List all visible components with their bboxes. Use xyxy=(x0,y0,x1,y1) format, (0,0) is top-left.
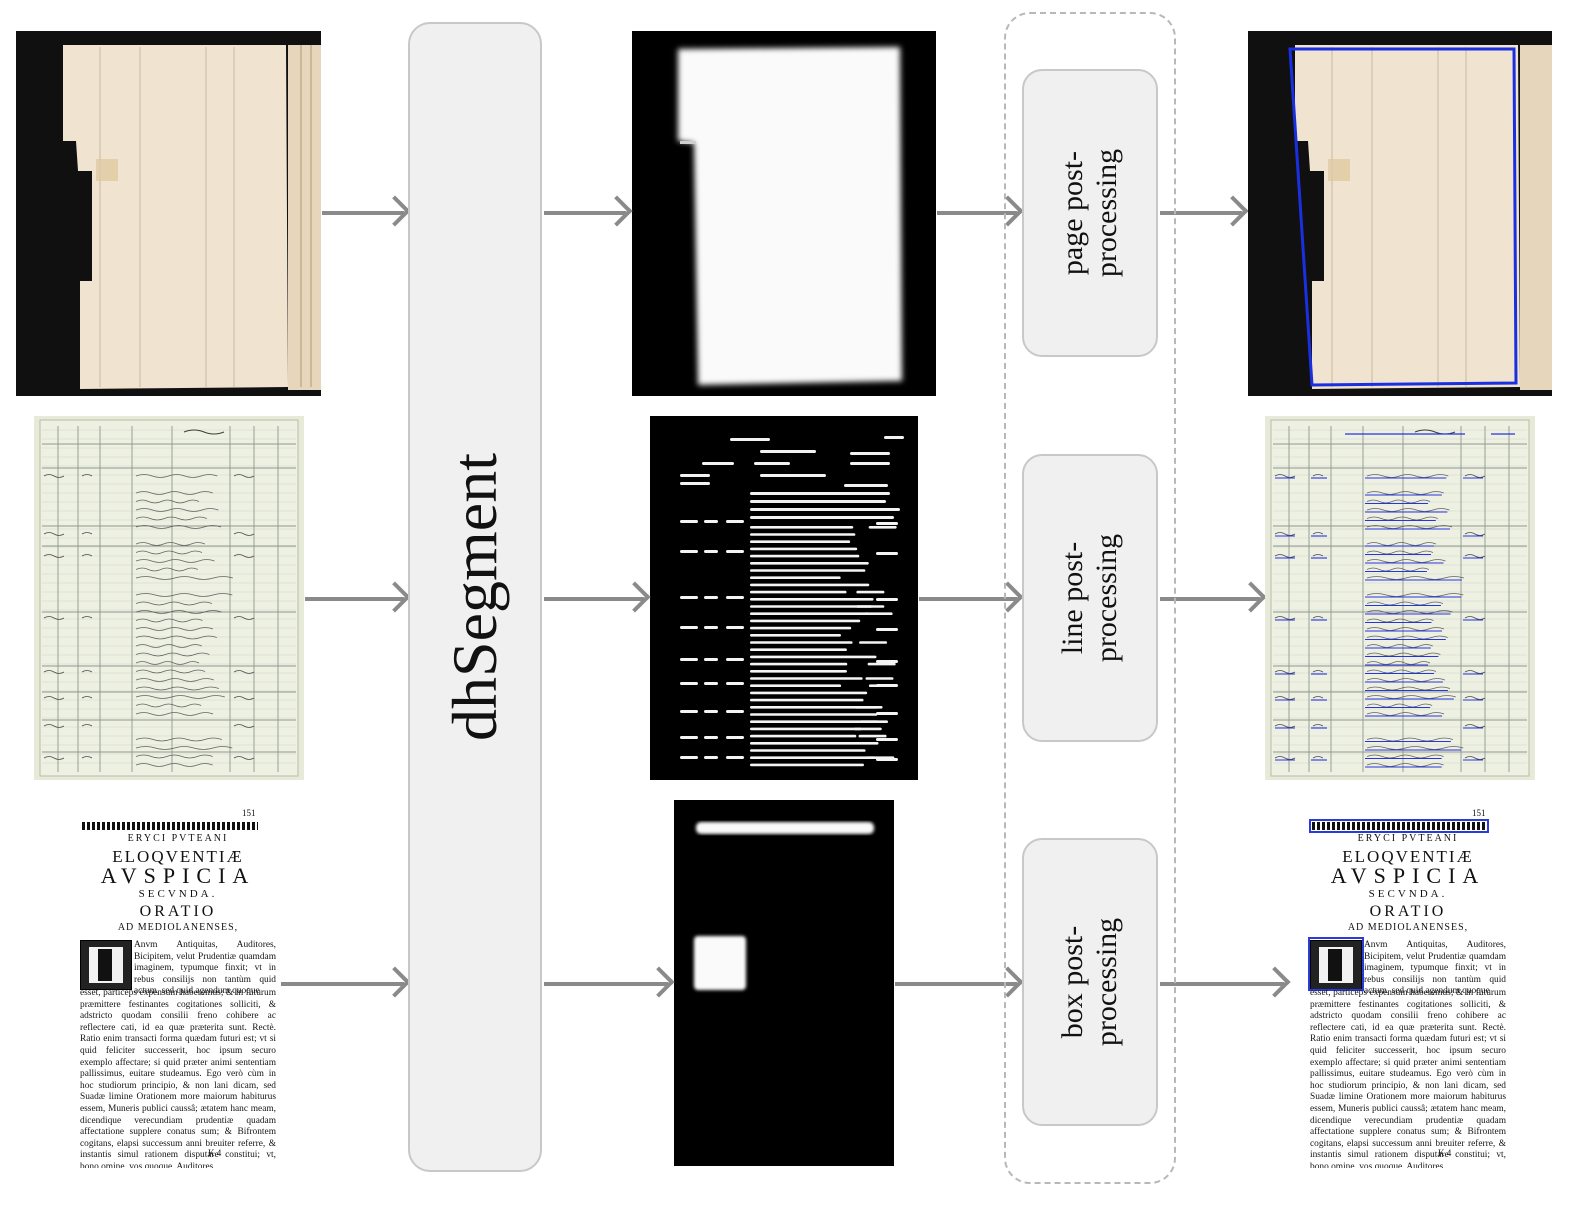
print-body: esset, particeps expensum haberemus; & i… xyxy=(80,988,276,1168)
print-title-4-result: ORATIO xyxy=(1369,903,1447,920)
print-title-3-result: SECVNDA. xyxy=(1368,888,1448,900)
result-image-page xyxy=(1248,31,1552,396)
print-title-5-result: AD MEDIOLANENSES, xyxy=(1347,922,1469,933)
arrow-box-mask-to-postproc xyxy=(895,982,1017,986)
result-image-print: 151 ERYCI PVTEANI ELOQVENTIÆ AVSPICIA SE… xyxy=(1306,800,1510,1168)
print-title-2: AVSPICIA xyxy=(100,863,256,888)
register-scan-drawing xyxy=(34,416,304,780)
page-mask-drawing xyxy=(678,47,902,385)
print-signature: K 4 xyxy=(208,1148,222,1158)
arrow-model-to-page-mask xyxy=(544,211,626,215)
arrow-register-input-to-model xyxy=(305,597,404,601)
print-first-lines: Anvm Antiquitas, Auditores, Bicipitem, v… xyxy=(134,940,276,997)
arrow-model-to-box-mask xyxy=(544,982,668,986)
print-title-1: ELOQVENTIÆ xyxy=(112,847,244,866)
input-image-register xyxy=(34,416,304,780)
print-page-result: 151 ERYCI PVTEANI ELOQVENTIÆ AVSPICIA SE… xyxy=(1306,800,1510,1168)
print-author-result: ERYCI PVTEANI xyxy=(1357,833,1459,844)
mask-lines xyxy=(650,416,918,780)
print-title-4: ORATIO xyxy=(139,903,217,920)
arrow-box-postproc-to-result xyxy=(1160,982,1284,986)
arrow-model-to-line-mask xyxy=(544,597,644,601)
box-post-processing-label: box post- processing xyxy=(1056,917,1123,1047)
print-page: 151 ERYCI PVTEANI ELOQVENTIÆ AVSPICIA SE… xyxy=(76,800,280,1168)
input-image-print: 151 ERYCI PVTEANI ELOQVENTIÆ AVSPICIA SE… xyxy=(76,800,280,1168)
input-image-page xyxy=(16,31,321,396)
print-page-number: 151 xyxy=(242,808,256,818)
page-result-drawing xyxy=(1248,31,1552,396)
print-first-lines-result: Anvm Antiquitas, Auditores, Bicipitem, v… xyxy=(1364,940,1506,997)
page-post-processing-box: page post- processing xyxy=(1022,69,1158,357)
print-title-3: SECVNDA. xyxy=(138,888,218,900)
mask-boxes xyxy=(674,800,894,1166)
print-title-5: AD MEDIOLANENSES, xyxy=(117,922,239,933)
arrow-print-input-to-model xyxy=(281,982,404,986)
register-result-drawing xyxy=(1265,416,1535,780)
ornament-band-result xyxy=(1312,822,1488,830)
print-title-2-result: AVSPICIA xyxy=(1330,863,1486,888)
page-scan-drawing xyxy=(16,31,321,396)
line-post-processing-label: line post- processing xyxy=(1056,533,1123,663)
print-page-number-result: 151 xyxy=(1472,808,1486,818)
arrow-line-postproc-to-result xyxy=(1160,597,1260,601)
dhsegment-model-box: dhSegment xyxy=(408,22,542,1172)
page-post-processing-label: page post- processing xyxy=(1056,148,1123,278)
print-title-1-result: ELOQVENTIÆ xyxy=(1342,847,1474,866)
arrow-page-postproc-to-result xyxy=(1160,211,1242,215)
box-mask-drawing xyxy=(694,822,874,990)
line-mask-drawing xyxy=(680,436,904,767)
print-body-result: esset, particeps expensum haberemus; & i… xyxy=(1310,988,1506,1168)
box-post-processing-box: box post- processing xyxy=(1022,838,1158,1126)
print-signature-result: K 4 xyxy=(1438,1148,1452,1158)
arrow-line-mask-to-postproc xyxy=(919,597,1017,601)
arrow-page-input-to-model xyxy=(322,211,404,215)
drop-cap-ornament-result xyxy=(1310,940,1362,990)
ornament-band xyxy=(82,822,258,830)
arrow-page-mask-to-postproc xyxy=(937,211,1017,215)
drop-cap-ornament xyxy=(80,940,132,990)
result-image-register xyxy=(1265,416,1535,780)
drop-cap-box xyxy=(1308,937,1364,991)
post-processing-group xyxy=(1004,12,1176,1184)
print-author: ERYCI PVTEANI xyxy=(127,833,229,844)
ornament-band-box xyxy=(1309,819,1489,833)
line-post-processing-box: line post- processing xyxy=(1022,454,1158,742)
mask-page xyxy=(632,31,936,396)
model-label: dhSegment xyxy=(439,453,510,741)
